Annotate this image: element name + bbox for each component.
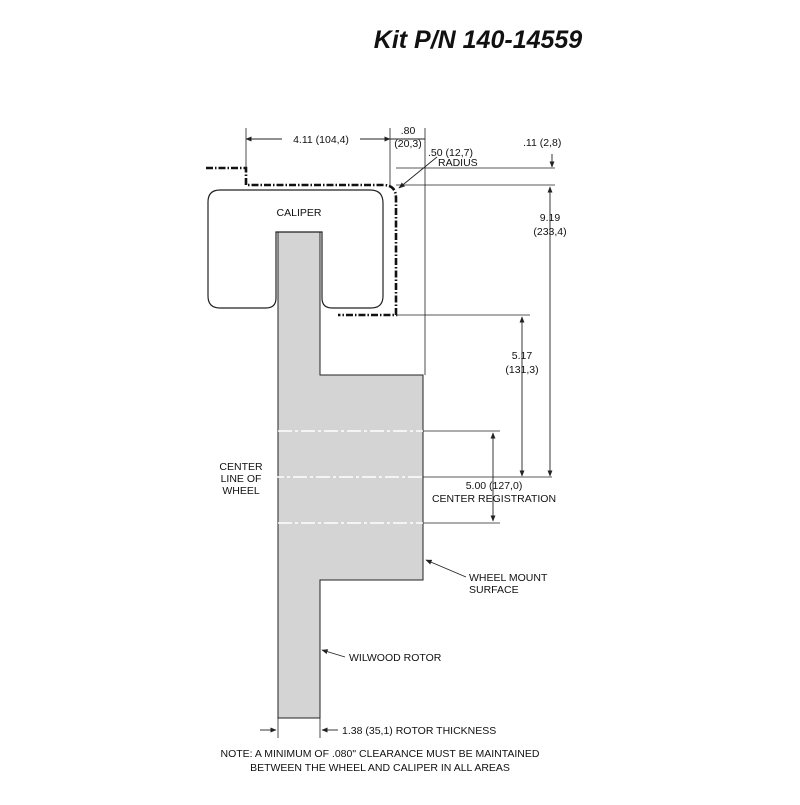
dim-5-00-line2: CENTER REGISTRATION xyxy=(432,493,556,505)
wilwood-rotor xyxy=(277,231,424,719)
caliper-label: CALIPER xyxy=(277,207,322,219)
dim-80-line2: (20,3) xyxy=(394,138,421,150)
note-line-1: NOTE: A MINIMUM OF .080" CLEARANCE MUST … xyxy=(221,748,540,760)
dim-rotor-thickness: 1.38 (35,1) ROTOR THICKNESS xyxy=(342,725,496,737)
dim-9-19-line1: 9.19 xyxy=(540,212,561,224)
dim-5-17-line2: (131,3) xyxy=(505,364,538,376)
caliper-body xyxy=(207,189,384,309)
center-line-label-2: LINE OF xyxy=(221,473,262,485)
center-line-label-3: WHEEL xyxy=(222,485,260,497)
wheel-mount-label-2: SURFACE xyxy=(469,584,519,596)
page-title: Kit P/N 140-14559 xyxy=(374,26,583,54)
wheel-clearance-envelope xyxy=(206,166,398,317)
dim-5-00-line1: 5.00 (127,0) xyxy=(466,480,523,492)
dim-11: .11 (2,8) xyxy=(523,137,561,149)
radius-leader xyxy=(398,156,438,189)
dim-4-11: 4.11 (104,4) xyxy=(293,134,349,146)
wheel-mount-leader xyxy=(425,559,467,578)
dim-80-line1: .80 xyxy=(401,125,416,137)
extension-lines xyxy=(245,128,555,738)
rotor-label: WILWOOD ROTOR xyxy=(349,652,442,664)
rotor-leader xyxy=(321,649,346,658)
dim-9-19-line2: (233,4) xyxy=(533,226,566,238)
dim-5-17-line1: 5.17 xyxy=(512,350,533,362)
wheel-mount-label-1: WHEEL MOUNT xyxy=(469,572,548,584)
center-line-label-1: CENTER xyxy=(219,461,263,473)
dimension-lines xyxy=(245,136,555,733)
dim-radius-line1: .50 (12,7) xyxy=(428,147,473,159)
dim-radius-line2: RADIUS xyxy=(438,157,478,169)
note-line-2: BETWEEN THE WHEEL AND CALIPER IN ALL ARE… xyxy=(250,762,510,774)
